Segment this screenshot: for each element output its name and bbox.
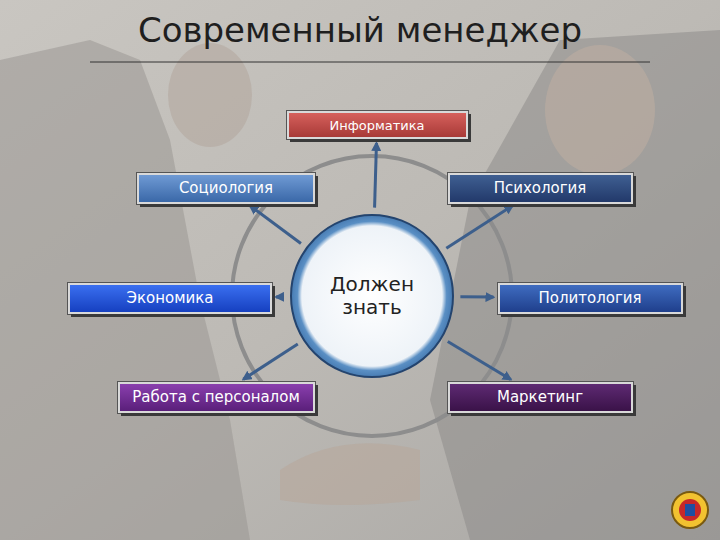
arrow-connector: [446, 206, 512, 249]
arrow-connector: [250, 206, 301, 244]
topic-box: Психология: [448, 173, 633, 204]
topic-box: Экономика: [68, 283, 272, 314]
arrow-connector: [375, 143, 377, 208]
topic-box: Социология: [137, 173, 315, 204]
topic-box: Политология: [498, 283, 683, 314]
node-label: Психология: [486, 179, 595, 197]
node-label: Маркетинг: [489, 388, 591, 406]
arrow-connector: [276, 295, 284, 298]
center-circle: Должен знать: [290, 214, 455, 379]
node-label: Должен знать: [314, 273, 430, 319]
topic-box: Информатика: [287, 111, 468, 139]
slide-title: Современный менеджер: [0, 10, 720, 50]
node-label: Работа с персоналом: [124, 388, 307, 406]
node-label: Политология: [530, 289, 649, 307]
node-label: Экономика: [118, 289, 221, 307]
arrow-connector: [243, 344, 298, 379]
node-label: Информатика: [321, 118, 432, 133]
node-label: Социология: [171, 179, 281, 197]
topic-box: Работа с персоналом: [118, 382, 315, 413]
arrow-connector: [460, 295, 493, 298]
topic-box: Маркетинг: [448, 382, 633, 413]
arrow-connector: [448, 342, 511, 380]
